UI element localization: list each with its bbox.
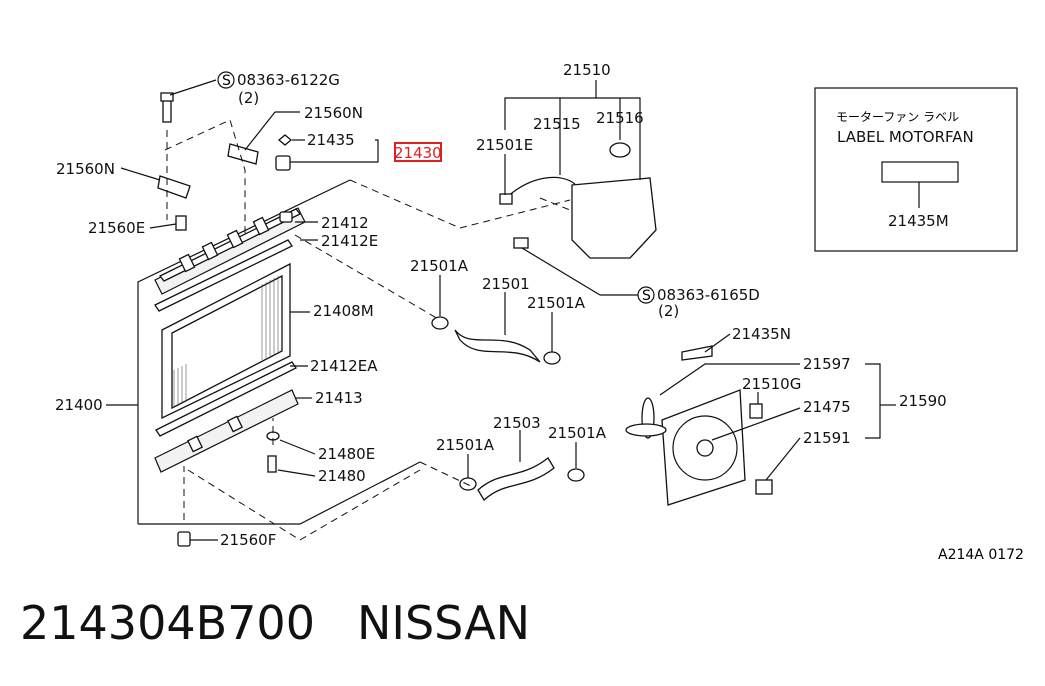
grommet-bottom (177, 531, 191, 547)
drain-plug (267, 455, 277, 473)
label-bracket-left: 21560N (56, 160, 115, 178)
label-washer: 21480E (318, 445, 375, 463)
hoses (419, 316, 585, 502)
figure-code: A214A 0172 (938, 547, 1024, 563)
bracket-right (227, 143, 259, 165)
label-clamp-lower-right: 21501A (548, 424, 607, 442)
upper-hose (454, 329, 541, 363)
label-clamp-upper-left: 21501A (410, 257, 469, 275)
label-clamp-lower-left: 21501A (436, 436, 495, 454)
label-cap: 21435 (307, 131, 355, 149)
label-seal-top-e: 21412E (321, 232, 378, 250)
label-clamp-upper-right: 21501A (527, 294, 586, 312)
label-grommet-bottom: 21560F (220, 531, 276, 549)
label-bracket-right: 21560N (304, 104, 363, 122)
parts-diagram: S 08363-6122G (2) 21560N 21560N 21435 21… (55, 61, 1024, 563)
label-fan-motor: 21475 (803, 398, 851, 416)
svg-text:S: S (642, 288, 651, 304)
lower-tank (154, 389, 299, 473)
label-radiator: 21400 (55, 396, 103, 414)
reservoir-hose (505, 176, 576, 199)
label-highlight-part: 21430 (394, 144, 442, 162)
clamp-lower-left (459, 477, 477, 491)
part-number: 214304B700 (20, 596, 315, 650)
label-grommet-top: 21560E (88, 219, 145, 237)
radiator-assembly (137, 92, 441, 547)
screw-top (162, 99, 172, 123)
label-screw-res-code: 08363-6165D (657, 286, 760, 304)
fan-label (681, 345, 713, 361)
label-fan-label: 21435N (732, 325, 791, 343)
bracket-left (157, 175, 191, 199)
label-fan-connector: 21591 (803, 429, 851, 447)
label-box-en: LABEL MOTORFAN (837, 128, 974, 146)
clamp-upper-left (431, 316, 449, 330)
label-fan-bolt: 21510G (742, 375, 801, 393)
seal-top (154, 239, 293, 312)
label-reservoir-cap: 21516 (596, 109, 644, 127)
label-box-jp: モーターファン ラベル (836, 110, 959, 124)
leader-lines (106, 79, 896, 541)
label-fan-blade: 21597 (803, 355, 851, 373)
svg-text:S: S (222, 73, 231, 89)
grommet-top (175, 215, 187, 231)
label-reservoir-clamp: 21501E (476, 136, 533, 154)
label-core: 21408M (313, 302, 374, 320)
footer: 214304B700 NISSAN (20, 596, 530, 650)
screw-reservoir (513, 237, 529, 249)
reservoir-tank (571, 177, 657, 259)
label-screw-top-code: 08363-6122G (237, 71, 340, 89)
label-screw-res-qty: (2) (658, 302, 679, 320)
highlight-box (394, 142, 442, 162)
lower-hose (477, 457, 555, 502)
radiator-cap (275, 155, 291, 171)
label-seal-lower: 21412EA (310, 357, 378, 375)
seal-lower (155, 361, 297, 437)
label-fan-shroud-assy: 21590 (899, 392, 947, 410)
label-lower-tank: 21413 (315, 389, 363, 407)
reservoir-cap (609, 142, 631, 158)
fan-assembly (625, 345, 773, 506)
reservoir-assembly (349, 142, 657, 259)
label-hose-lower: 21503 (493, 414, 541, 432)
brand-name: NISSAN (356, 596, 531, 650)
label-box (814, 87, 1018, 252)
clamp-upper-right (543, 351, 561, 365)
label-hose-upper: 21501 (482, 275, 530, 293)
label-screw-top-qty: (2) (238, 89, 259, 107)
label-reservoir-hose: 21515 (533, 115, 581, 133)
label-box-part: 21435M (888, 212, 949, 230)
callout-labels: S 08363-6122G (2) 21560N 21560N 21435 21… (55, 61, 1024, 563)
s-mark-icon (217, 71, 235, 89)
label-drain-plug: 21480 (318, 467, 366, 485)
label-seal-top: 21412 (321, 214, 369, 232)
s-mark-icon-2 (637, 286, 655, 304)
fan-connector (755, 479, 773, 495)
clamp-lower-right (567, 468, 585, 482)
fan-bolt (749, 403, 763, 419)
label-reservoir-assy: 21510 (563, 61, 611, 79)
